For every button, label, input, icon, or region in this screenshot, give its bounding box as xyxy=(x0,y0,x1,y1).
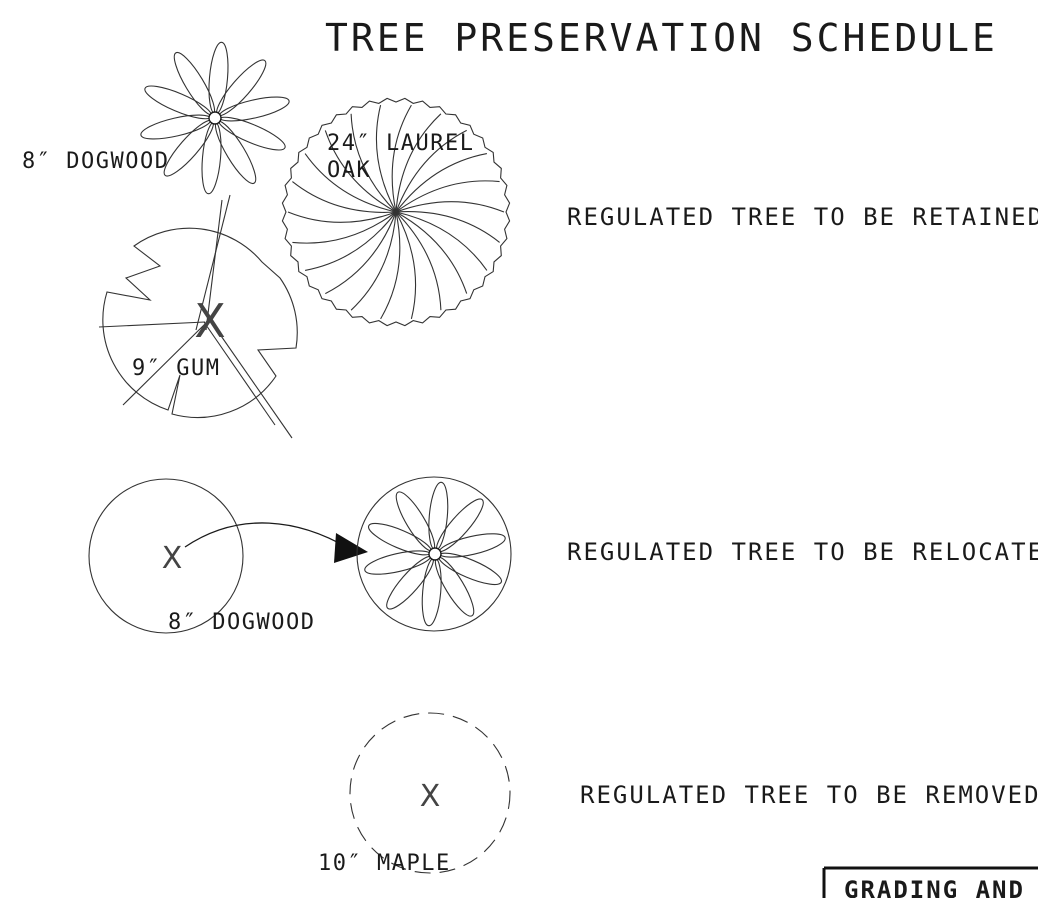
oak-ray xyxy=(292,181,397,213)
oak-ray xyxy=(304,211,397,271)
gum-branch-line-2 xyxy=(205,199,223,331)
relocated-dogwood-flower-symbol xyxy=(364,481,506,627)
gum-branch-line-1 xyxy=(195,194,231,331)
gum-branch-line-6 xyxy=(203,321,276,426)
legend-relocated: REGULATED TREE TO BE RELOCATED xyxy=(567,538,1038,566)
petal xyxy=(140,114,212,140)
petal xyxy=(437,552,503,586)
laurel-oak-label-line1: 24″ LAUREL xyxy=(327,131,474,156)
legend-retained: REGULATED TREE TO BE RETAINED xyxy=(567,203,1038,231)
flower-center xyxy=(208,111,222,125)
gum-tree-symbol: X xyxy=(98,194,298,439)
petal xyxy=(438,533,506,558)
relocation-origin-circle xyxy=(88,478,244,634)
laurel-oak-rays xyxy=(287,104,505,320)
laurel-oak-symbol xyxy=(281,97,511,327)
petal xyxy=(367,522,433,556)
oak-ray xyxy=(287,211,397,223)
maple-label: 10″ MAPLE xyxy=(318,851,451,876)
oak-ray xyxy=(395,180,500,213)
petal xyxy=(217,116,286,151)
flower-center xyxy=(428,547,442,561)
oak-ray xyxy=(395,211,500,243)
oak-ray xyxy=(350,113,397,213)
petal xyxy=(218,96,290,122)
oak-ray xyxy=(395,211,417,320)
oak-ray xyxy=(324,130,397,213)
oak-ray xyxy=(395,201,505,213)
petal xyxy=(364,550,432,575)
oak-ray xyxy=(292,211,397,244)
schedule-title: TREE PRESERVATION SCHEDULE xyxy=(325,16,998,60)
petal xyxy=(201,121,222,195)
petal xyxy=(208,41,229,115)
petal xyxy=(434,556,475,617)
title-block-label: GRADING AND D xyxy=(844,876,1038,898)
oak-ray xyxy=(325,211,397,295)
grading-title-block: GRADING AND D xyxy=(822,866,1038,898)
petal xyxy=(395,491,436,552)
oak-ray xyxy=(395,211,468,294)
oak-ray xyxy=(395,129,467,213)
oak-ray xyxy=(395,211,442,311)
oak-ray xyxy=(380,211,401,320)
relocation-arrowhead-icon xyxy=(334,533,368,563)
dogwood-flower-symbol xyxy=(140,41,290,195)
oak-ray xyxy=(350,211,397,311)
relocated-dogwood-label: 8″ DOGWOOD xyxy=(168,610,315,635)
oak-ray xyxy=(395,153,488,213)
oak-ray xyxy=(395,211,488,271)
gum-branch-line-4 xyxy=(122,323,206,406)
laurel-oak-label-line2: OAK xyxy=(327,158,371,183)
gum-canopy-notched xyxy=(102,227,298,419)
dogwood-label: 8″ DOGWOOD xyxy=(22,149,169,174)
oak-ray xyxy=(304,153,397,213)
gum-branch-line-3 xyxy=(98,321,206,328)
gum-label: 9″ GUM xyxy=(132,356,220,381)
laurel-oak-canopy xyxy=(281,97,511,327)
petal xyxy=(144,85,213,120)
gum-branch-line-5 xyxy=(209,319,293,439)
relocated-tree-circle xyxy=(356,476,512,632)
relocation-origin-x-mark: X xyxy=(162,541,183,576)
legend-removed: REGULATED TREE TO BE REMOVED xyxy=(580,781,1038,809)
oak-ray xyxy=(391,104,412,213)
removed-tree-x-mark: X xyxy=(420,779,441,814)
removed-tree-dashed-circle xyxy=(349,712,511,874)
gum-x-mark: X xyxy=(194,294,226,348)
relocation-arrow-line xyxy=(184,522,349,549)
oak-ray xyxy=(375,104,397,213)
oak-ray xyxy=(395,113,442,213)
